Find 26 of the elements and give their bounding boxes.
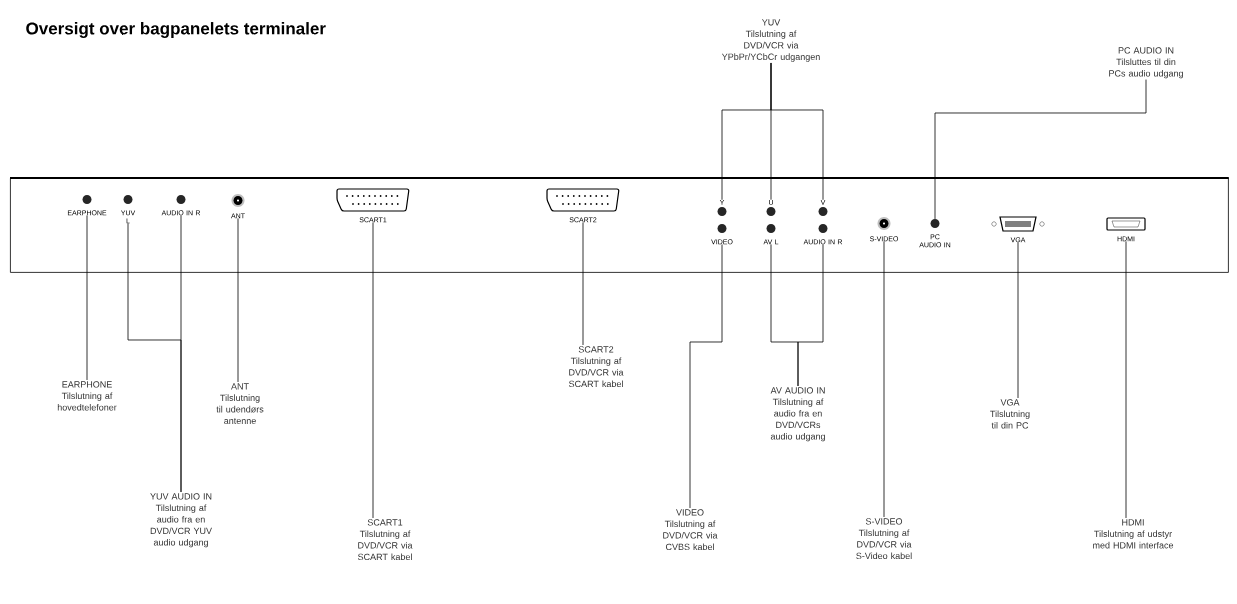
callout-text: ANT Tilslutning til udendørs antenne <box>216 383 264 424</box>
leader-line <box>1017 242 1019 399</box>
callout-text: VIDEO Tilslutning af DVD/VCR via CVBS kabel <box>663 509 718 551</box>
leader-line <box>180 215 182 493</box>
title: Oversigt over bagpanelets terminaler <box>26 22 326 38</box>
callout-text: YUV Tilslutning af DVD/VCR via YPbPr/YCbCr udgangen <box>721 19 820 62</box>
leader-line <box>237 218 239 383</box>
leader-line <box>797 244 824 387</box>
callout-text: EARPHONE Tilslutning af hovedtelefoner <box>57 381 117 411</box>
callout-text: SCART2 Tilslutning af DVD/VCR via SCART kabel <box>569 346 624 388</box>
callout-text: HDMI Tilslutning af udstyr med HDMI interface <box>1093 519 1174 549</box>
leader-line <box>883 241 885 518</box>
callout-text: S-VIDEO Tilslutning af DVD/VCR via S-Video kabel <box>856 518 912 560</box>
leader-line <box>582 222 584 346</box>
leader-line <box>934 79 1147 220</box>
leader-line <box>372 222 374 519</box>
callout-text: SCART1 Tilslutning af DVD/VCR via SCART kabel <box>358 519 413 561</box>
leader-line <box>1125 241 1127 519</box>
leader-line <box>689 244 723 509</box>
callout-text: AV AUDIO IN Tilslutning af audio fra en DVD/VCRs audio udgang <box>770 387 825 442</box>
leader-line <box>86 215 88 381</box>
callout-text: VGA Tilslutning til din PC <box>990 399 1030 429</box>
back-panel <box>10 176 1229 273</box>
leader-line <box>770 62 824 201</box>
callout-text: PC AUDIO IN Tilsluttes til din PCs audio udgang <box>1109 47 1183 79</box>
callout-text: YUV AUDIO IN Tilslutning af audio fra en DVD/VCR YUV audio udgang <box>150 493 212 548</box>
